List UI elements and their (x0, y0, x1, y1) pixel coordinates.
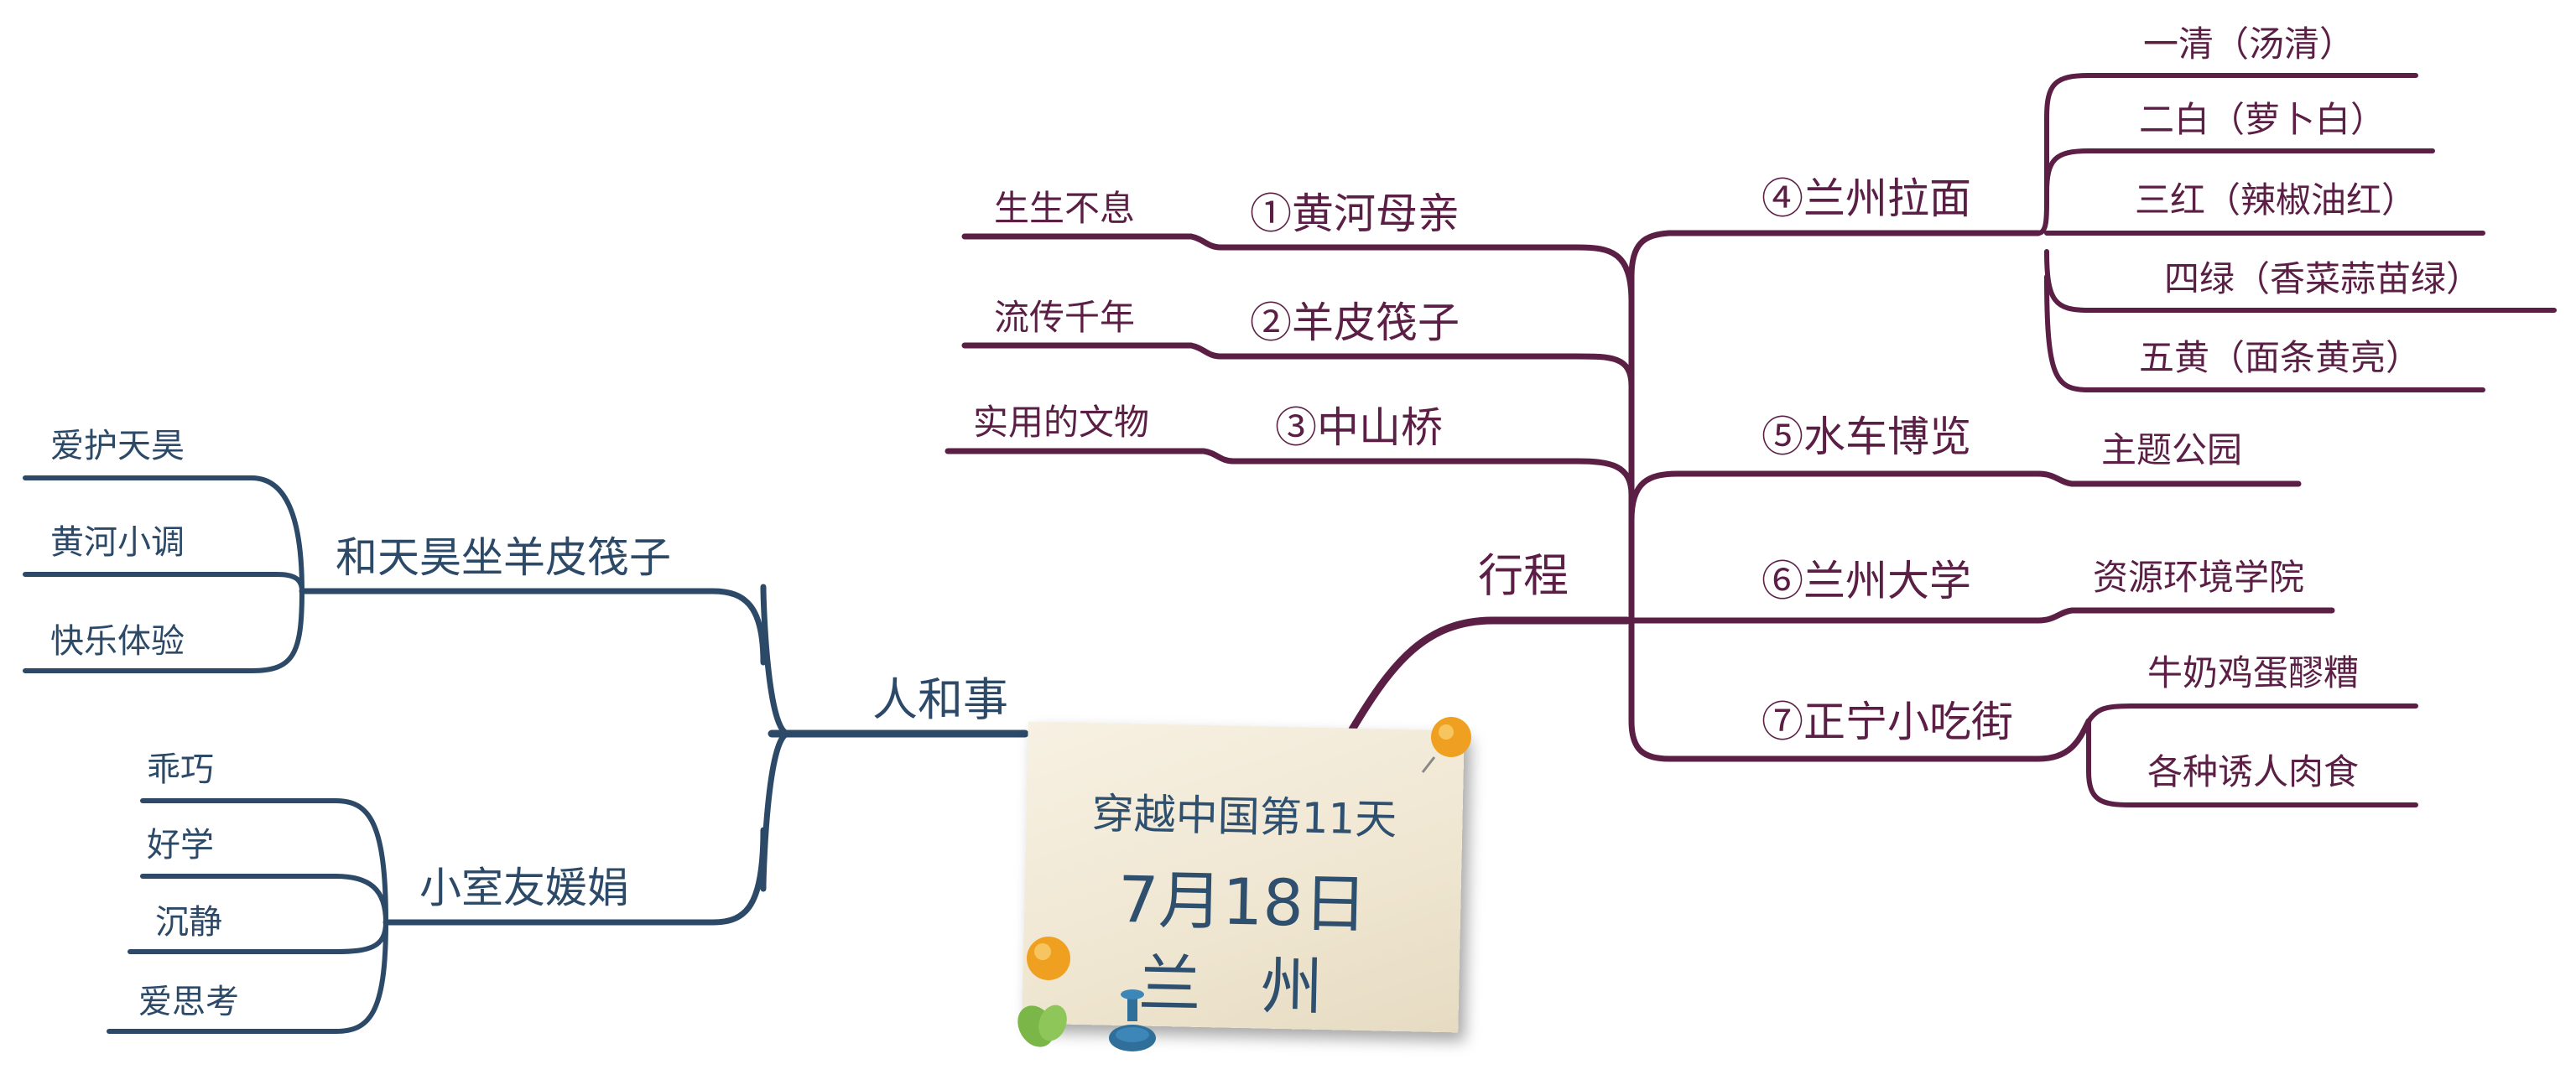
orange-pin-icon (1421, 717, 1471, 773)
lamian-detail-1: 一清（汤清） (2143, 23, 2355, 65)
center-title: 穿越中国第11天 (1091, 789, 1397, 844)
itinerary-item-5: ⑤水车博览 (1762, 413, 1971, 461)
yuanjuan-detail-1: 乖巧 (147, 750, 214, 789)
tianhao-detail-3: 快乐体验 (50, 622, 185, 661)
lamian-detail-5: 五黄（面条黄亮） (2139, 337, 2422, 378)
branch-zhengning (1666, 718, 2092, 762)
yuanjuan-detail-2: 好学 (147, 826, 214, 864)
tianhao-detail-1: 爱护天昊 (50, 427, 185, 465)
branch-zhongshan (945, 448, 1635, 498)
branch-huanghe (961, 233, 1635, 305)
zhengning-fan (2086, 703, 2418, 807)
people-label: 人和事 (872, 673, 1008, 726)
branch-yuanjuan (382, 827, 767, 926)
lamian-detail-4: 四绿（香菜蒜苗绿） (2164, 258, 2482, 299)
lamian-detail-2: 二白（萝卜白） (2139, 99, 2386, 140)
branch-tianhao (299, 588, 767, 666)
branch-shuiche (1628, 470, 2302, 523)
branch-landa (1628, 607, 2335, 624)
tianhao-fan (23, 475, 304, 673)
orange-pin-bottom-icon (1027, 937, 1070, 980)
branch-yangpi (961, 342, 1635, 389)
branch-itinerary (1348, 616, 1631, 734)
zhengning-detail-1: 牛奶鸡蛋醪糟 (2147, 652, 2360, 693)
zhengning-detail-2: 各种诱人肉食 (2147, 751, 2360, 792)
itinerary-item-5-detail: 主题公园 (2101, 429, 2243, 470)
itinerary-item-1-detail: 生生不息 (994, 188, 1136, 229)
itinerary-item-7: ⑦正宁小吃街 (1762, 698, 2013, 746)
yuanjuan-detail-4: 爱思考 (138, 983, 239, 1021)
people-group-2: 小室友媛娟 (419, 864, 629, 912)
blue-pin-icon (1109, 989, 1156, 1051)
itinerary-item-1: ①黄河母亲 (1250, 189, 1460, 238)
itinerary-item-6: ⑥兰州大学 (1762, 557, 1971, 605)
itinerary-item-6-detail: 资源环境学院 (2093, 557, 2305, 598)
lamian-fan (2036, 73, 2557, 392)
itinerary-item-2-detail: 流传千年 (994, 297, 1136, 338)
itinerary-label: 行程 (1478, 549, 1569, 602)
tianhao-detail-2: 黄河小调 (50, 523, 185, 562)
itinerary-item-3-detail: 实用的文物 (973, 402, 1150, 443)
itinerary-item-3: ③中山桥 (1275, 403, 1443, 452)
center-card: 穿越中国第11天 7月18日 兰 州 (1022, 721, 1465, 1033)
yuanjuan-detail-3: 沉静 (155, 903, 222, 942)
center-city: 兰 州 (1137, 947, 1344, 1025)
green-pin-icon (1017, 1005, 1067, 1047)
itinerary-spine (1628, 230, 1673, 762)
lamian-detail-3: 三红（辣椒油红） (2135, 179, 2417, 221)
people-spine (760, 584, 792, 892)
yuanjuan-fan (107, 798, 388, 1034)
people-group-1: 和天昊坐羊皮筏子 (336, 533, 671, 582)
itinerary-item-2: ②羊皮筏子 (1250, 299, 1460, 347)
itinerary-item-4: ④兰州拉面 (1762, 174, 1971, 223)
